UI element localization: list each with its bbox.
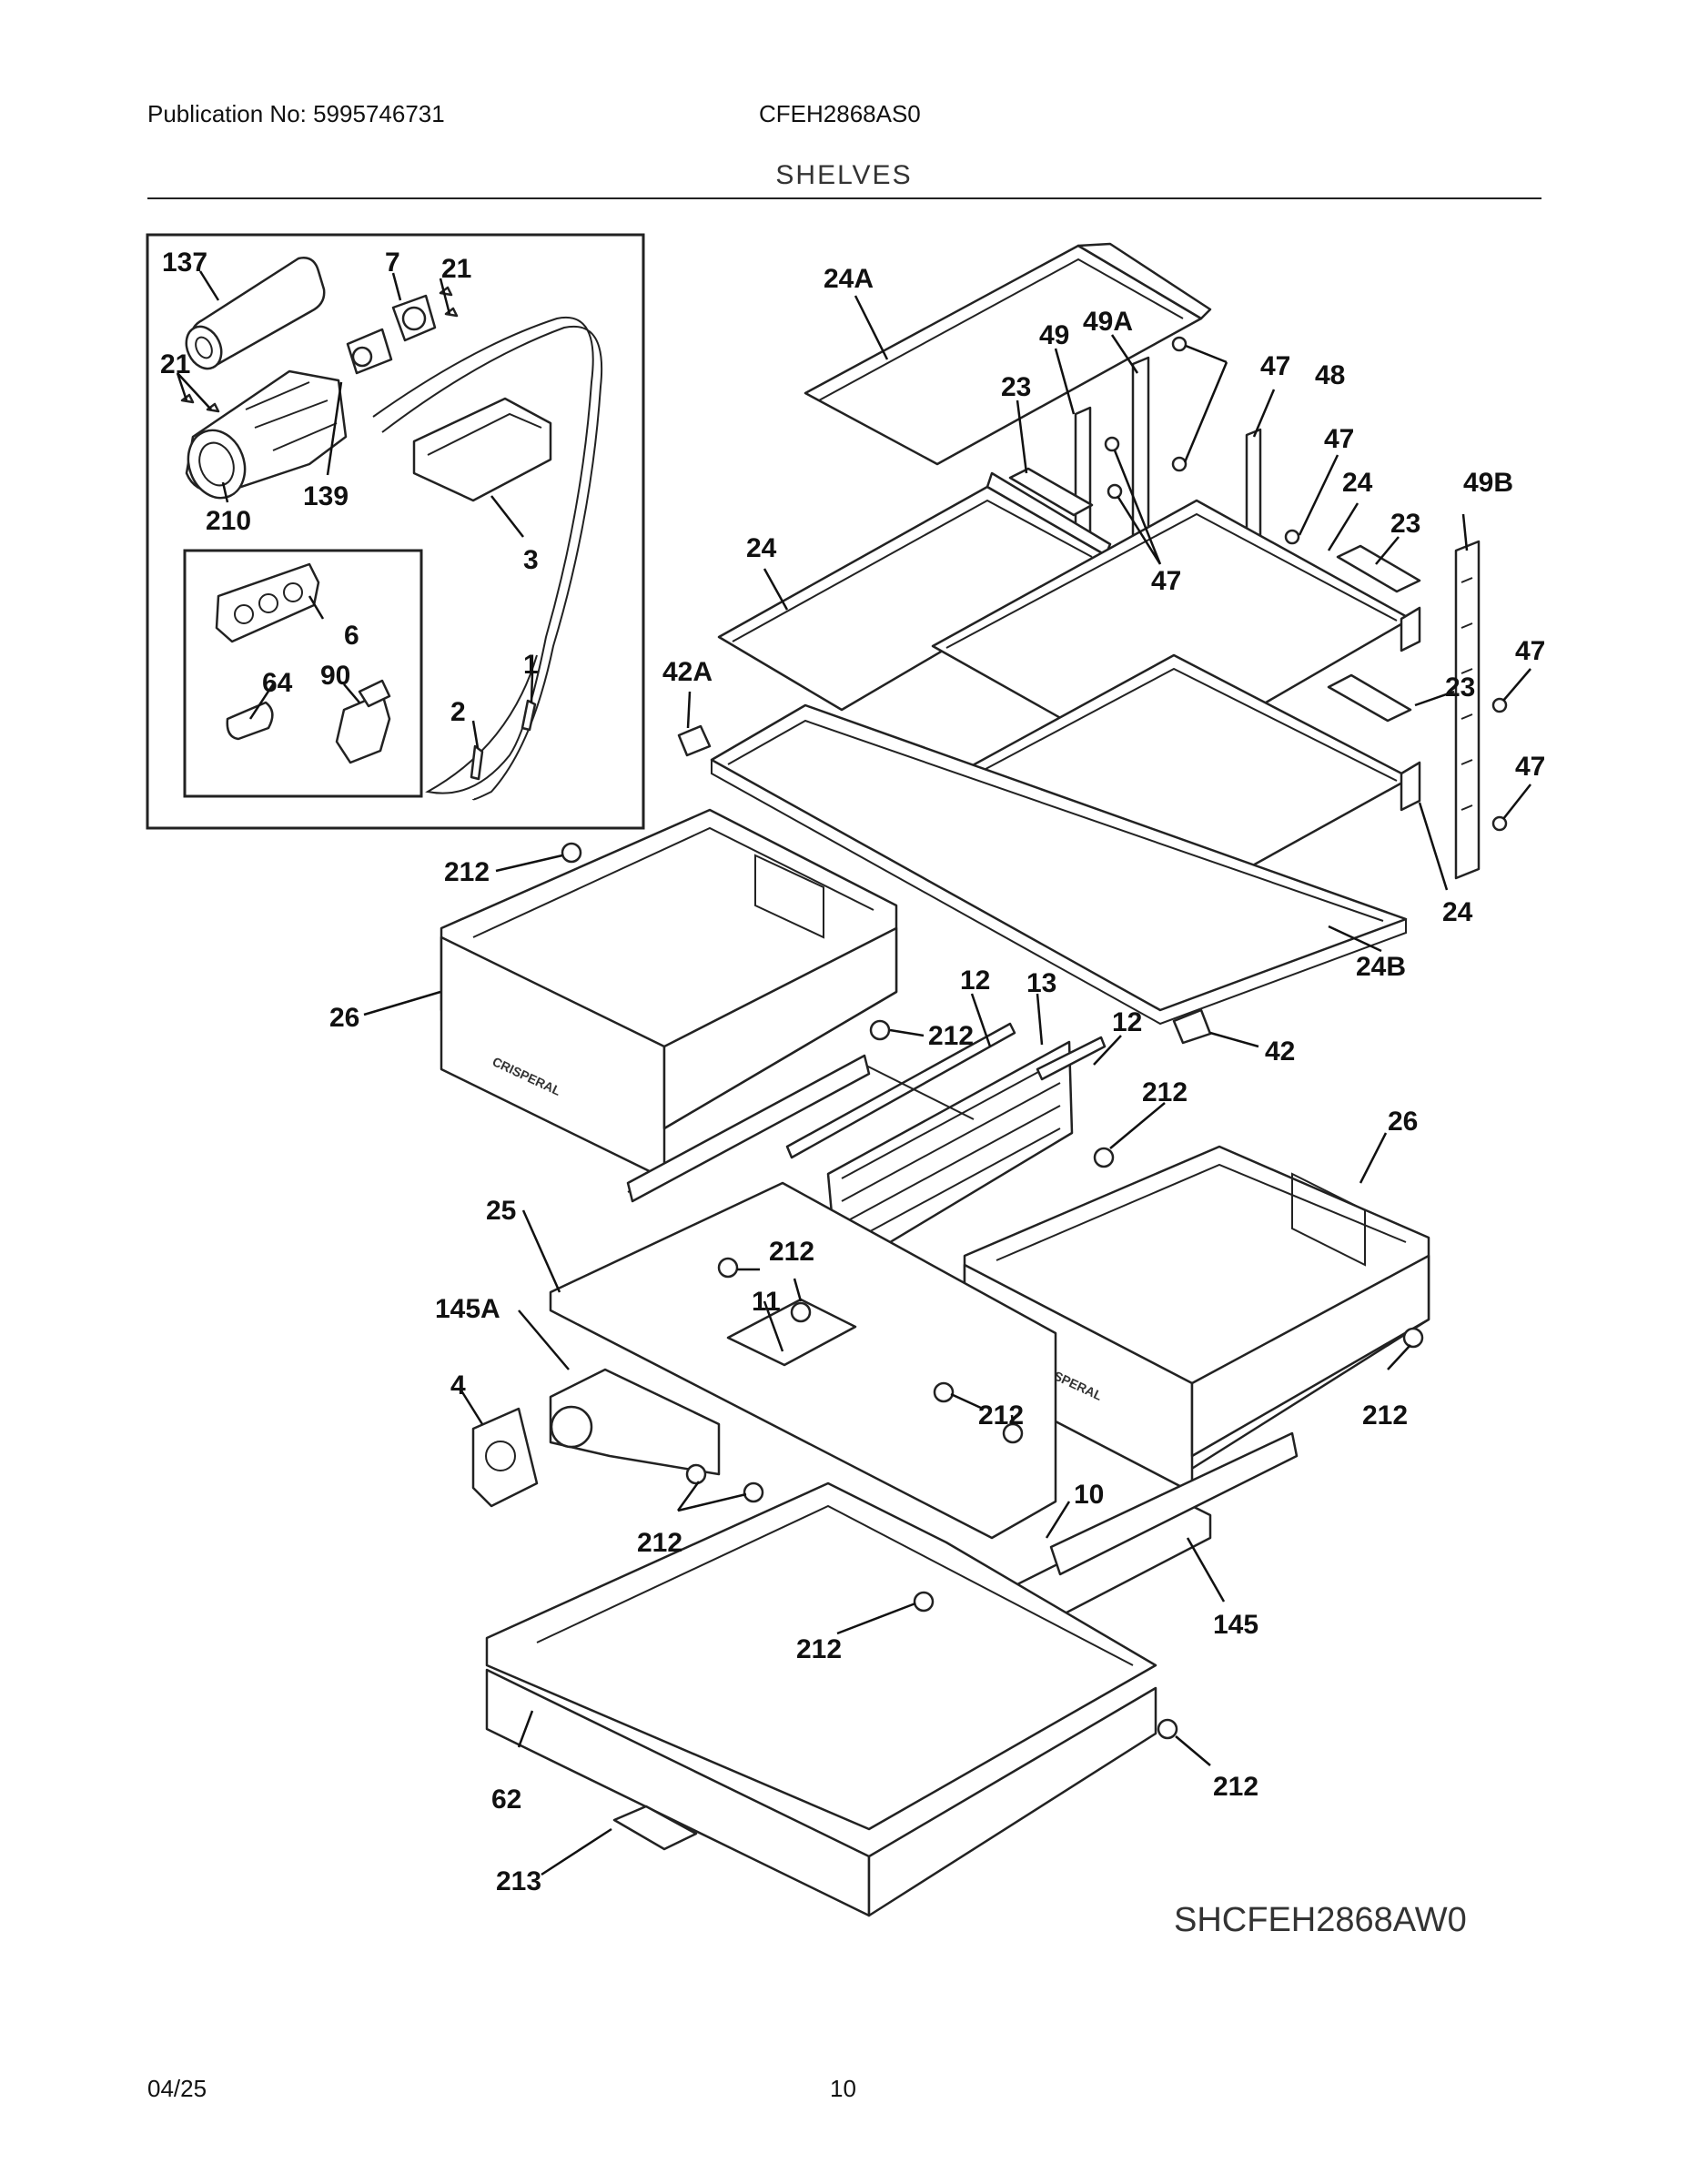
- bottom-freezer-drawer: [485, 1481, 1157, 1917]
- tube-fitting: [335, 679, 391, 764]
- housing-bracket: [412, 397, 552, 502]
- label-49: 49: [1039, 320, 1069, 350]
- label-47-center: 47: [1151, 566, 1181, 596]
- label-213: 213: [496, 1866, 541, 1896]
- crisper-cover: [549, 1054, 1057, 1540]
- label-2: 2: [450, 697, 466, 727]
- filter-housing: [185, 369, 348, 500]
- label-24A: 24A: [824, 264, 874, 294]
- label-212-h: 212: [796, 1634, 842, 1664]
- label-25: 25: [486, 1196, 516, 1226]
- fan-housing: [549, 1368, 721, 1476]
- label-47-right-upper: 47: [1515, 636, 1545, 666]
- label-13: 13: [1026, 968, 1056, 998]
- rollers: [561, 842, 1424, 1740]
- inset-leaders: [176, 270, 534, 749]
- label-10: 10: [1074, 1480, 1104, 1510]
- part-labels: 137 7 21 21 210 139 3 6 64 90 2 1 24A 49…: [160, 248, 1545, 1939]
- label-212-g: 212: [637, 1528, 682, 1558]
- right-crisper-drawer: CRISPERAL: [963, 1145, 1430, 1494]
- inset-filter-box: [146, 233, 645, 830]
- label-212-c: 212: [1142, 1077, 1188, 1107]
- label-145A: 145A: [435, 1294, 500, 1324]
- label-26-right: 26: [1388, 1107, 1418, 1137]
- label-47-rail: 47: [1324, 424, 1354, 454]
- water-filter-cartridge: [185, 257, 326, 370]
- bottom-shelf-24B: [710, 703, 1408, 1026]
- label-26-left: 26: [329, 1003, 359, 1033]
- label-139: 139: [303, 481, 349, 511]
- label-212-i: 212: [1213, 1772, 1258, 1802]
- footer-date: 04/25: [147, 2075, 207, 2102]
- label-62: 62: [491, 1785, 521, 1815]
- page-number: 10: [830, 2075, 856, 2102]
- section-title: SHELVES: [775, 160, 913, 190]
- label-212-d: 212: [769, 1237, 814, 1267]
- label-212-b: 212: [928, 1021, 974, 1051]
- label-48: 48: [1315, 360, 1345, 390]
- label-47-right-lower: 47: [1515, 752, 1545, 782]
- label-90: 90: [320, 661, 350, 691]
- tube-clamp: [226, 701, 274, 741]
- label-42A: 42A: [662, 657, 713, 687]
- label-7: 7: [385, 248, 400, 278]
- label-23-top: 23: [1001, 372, 1031, 402]
- label-6: 6: [344, 621, 359, 651]
- water-valve: [346, 294, 437, 375]
- label-4: 4: [450, 1370, 466, 1400]
- header-rule: [147, 197, 1541, 199]
- label-145: 145: [1213, 1610, 1258, 1640]
- publication-number: Publication No: 5995746731: [147, 100, 445, 127]
- shelf-nuts: [1104, 336, 1508, 832]
- label-47-upper: 47: [1260, 351, 1290, 381]
- label-24-left: 24: [746, 533, 777, 563]
- drawer-stop: [612, 1805, 698, 1851]
- label-210: 210: [206, 506, 251, 536]
- label-212-e: 212: [978, 1400, 1024, 1431]
- label-1: 1: [523, 650, 539, 680]
- parts-diagram: CRISPERAL CRISPERAL: [146, 233, 1545, 1939]
- label-49B: 49B: [1463, 468, 1513, 498]
- top-shelf-24A: [804, 242, 1212, 466]
- label-212-a: 212: [444, 857, 490, 887]
- label-21-left: 21: [160, 349, 190, 379]
- humidity-filter: [785, 1022, 1107, 1276]
- tube-clip: [215, 562, 320, 643]
- label-64: 64: [262, 668, 293, 698]
- label-12-right: 12: [1112, 1007, 1142, 1037]
- label-49A: 49A: [1083, 307, 1133, 337]
- label-24-lower: 24: [1442, 897, 1473, 927]
- diagram-code: SHCFEH2868AW0: [1174, 1901, 1467, 1939]
- left-crisper-drawer: CRISPERAL: [440, 808, 898, 1180]
- label-21-top: 21: [441, 254, 471, 284]
- label-24-right: 24: [1342, 468, 1373, 498]
- label-212-f: 212: [1362, 1400, 1408, 1431]
- label-23-lower: 23: [1445, 672, 1475, 703]
- label-42: 42: [1265, 1036, 1295, 1067]
- label-11: 11: [752, 1287, 781, 1317]
- shelf-trim-strips: [1008, 467, 1421, 723]
- label-12-left: 12: [960, 966, 990, 996]
- water-tubing: [372, 316, 603, 801]
- fan-cover: [471, 1407, 539, 1508]
- label-23-right: 23: [1390, 509, 1420, 539]
- label-24B: 24B: [1356, 952, 1406, 982]
- label-3: 3: [523, 545, 539, 575]
- label-137: 137: [162, 248, 207, 278]
- model-number: CFEH2868AS0: [759, 100, 921, 127]
- main-leaders: [363, 295, 1531, 1876]
